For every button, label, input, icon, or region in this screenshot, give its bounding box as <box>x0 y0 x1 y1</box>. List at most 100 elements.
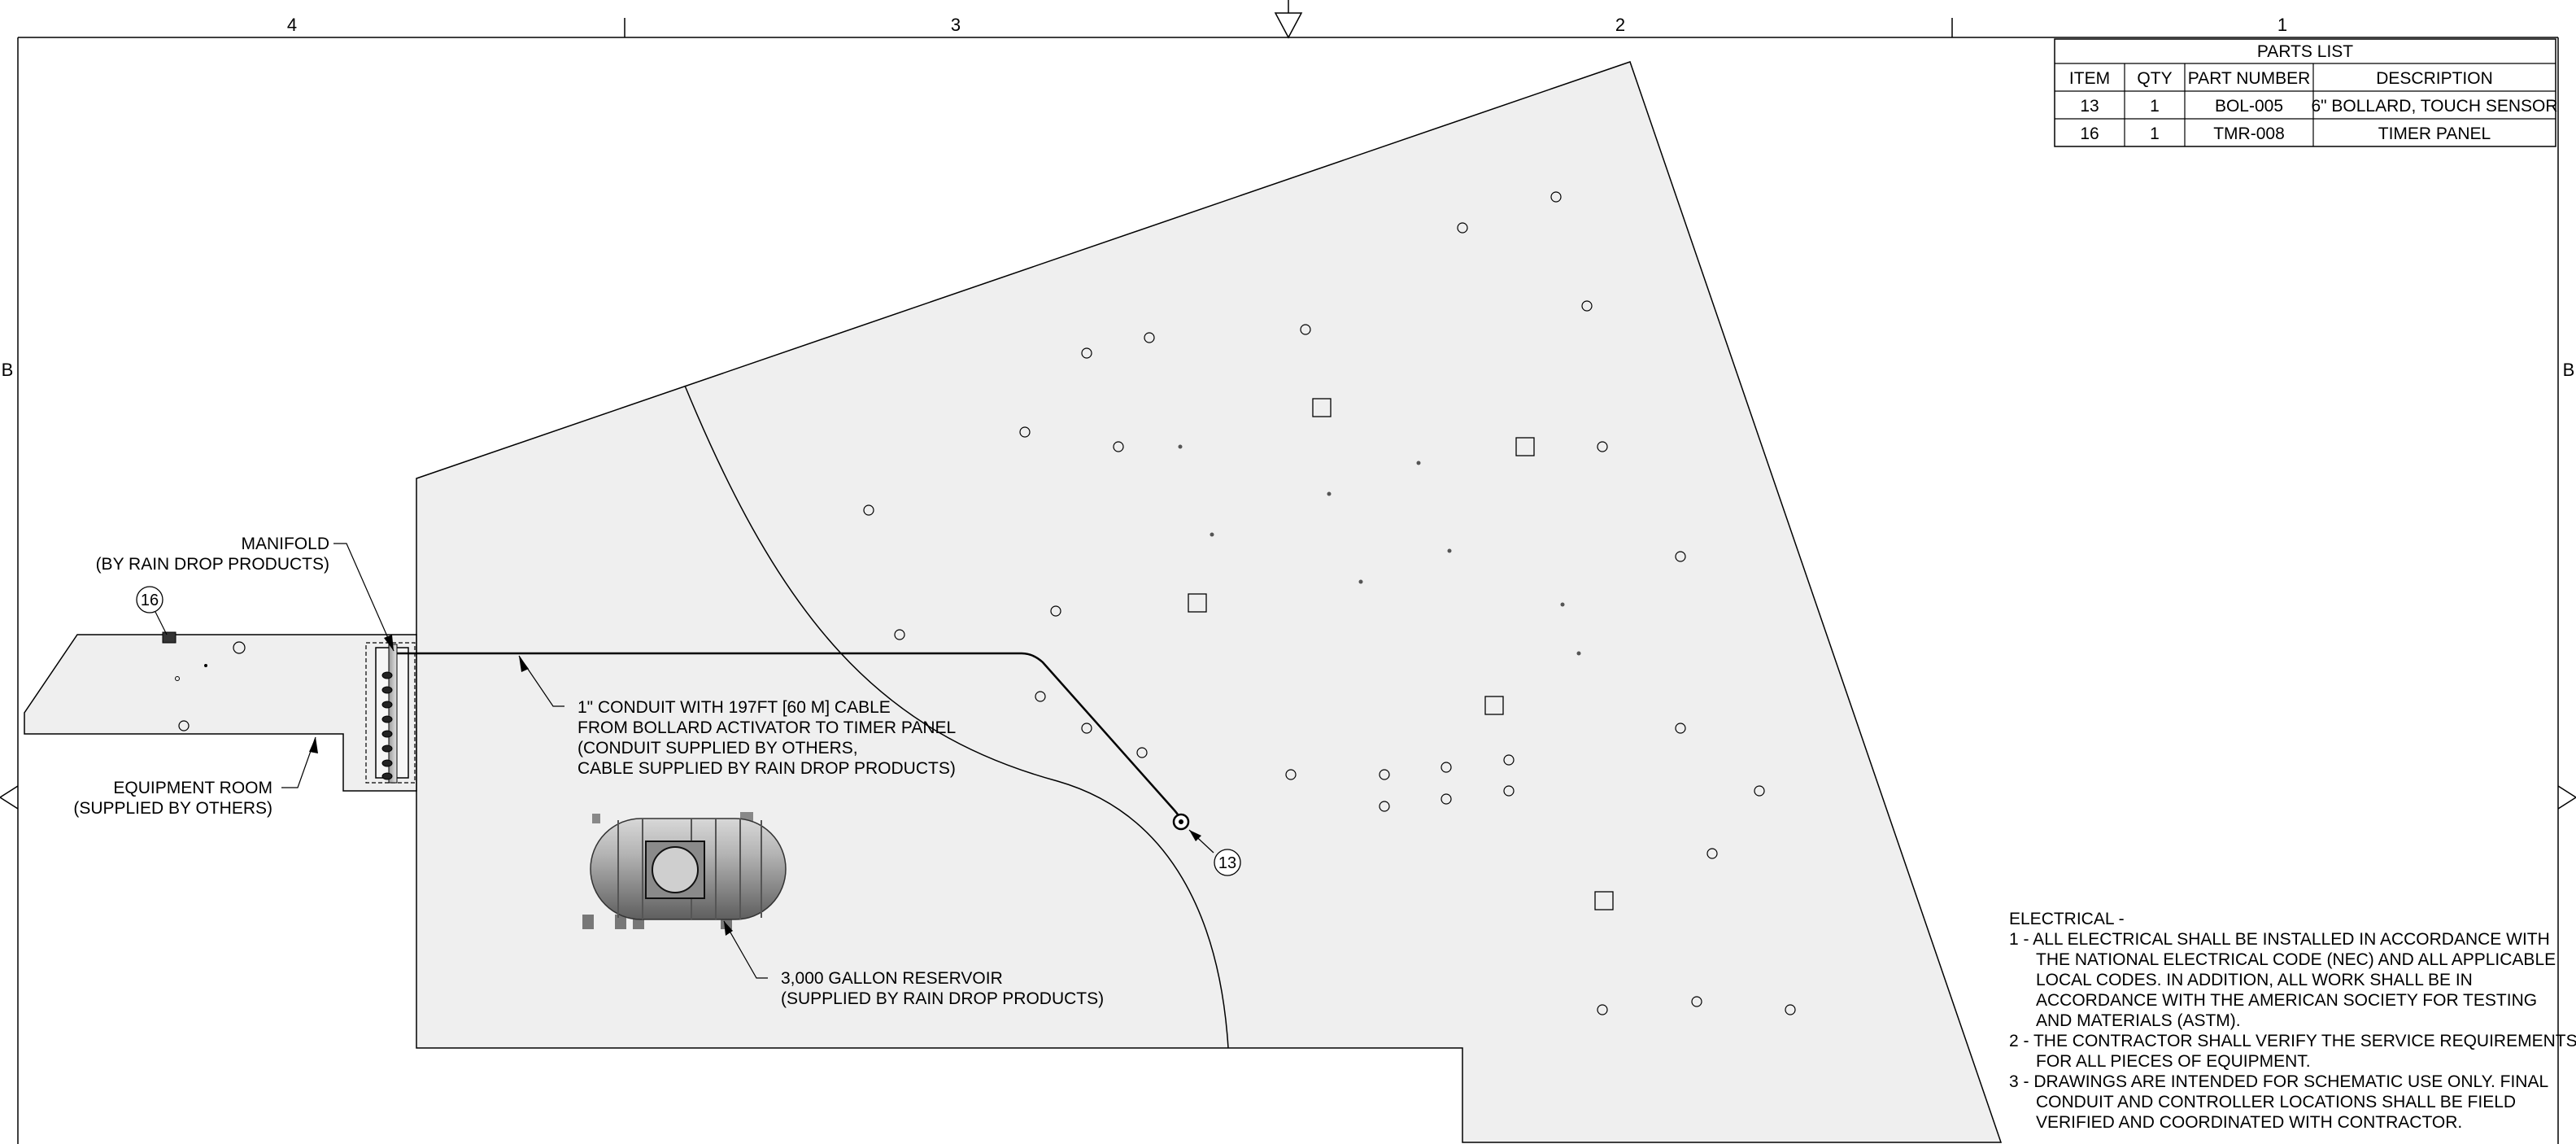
electrical-notes: ELECTRICAL - 1 - ALL ELECTRICAL SHALL BE… <box>2009 910 2576 1132</box>
parts-list-cell: TIMER PANEL <box>2378 124 2491 143</box>
spray-nozzle <box>1457 222 1468 234</box>
zone-label-4: 4 <box>287 15 297 35</box>
note-line: 1 - ALL ELECTRICAL SHALL BE INSTALLED IN… <box>2009 930 2550 949</box>
conduit-leader <box>518 655 564 707</box>
timer-panel <box>162 631 177 644</box>
manifold-leader <box>333 543 394 652</box>
small-jet <box>1576 651 1581 656</box>
reservoir-label-line1: 3,000 GALLON RESERVOIR <box>781 969 1003 988</box>
callout-number-13: 13 <box>1218 854 1236 872</box>
conduit-label-line4: CABLE SUPPLIED BY RAIN DROP PRODUCTS) <box>578 759 956 778</box>
equipment-room-label-line1: EQUIPMENT ROOM <box>113 779 272 797</box>
parts-list-header-item: ITEM <box>2069 69 2110 88</box>
manifold-valves <box>381 671 393 780</box>
note-line: 2 - THE CONTRACTOR SHALL VERIFY THE SERV… <box>2009 1032 2576 1050</box>
spray-nozzle <box>1300 324 1311 335</box>
small-jet <box>1447 548 1452 553</box>
note-line: CONDUIT AND CONTROLLER LOCATIONS SHALL B… <box>2036 1093 2516 1111</box>
notes-heading: ELECTRICAL - <box>2009 910 2125 928</box>
parts-list-header-qty: QTY <box>2137 69 2172 88</box>
equipment-room <box>24 634 417 792</box>
spray-nozzle <box>1081 723 1092 734</box>
spray-nozzle <box>1754 785 1765 797</box>
spray-nozzle <box>1441 762 1452 773</box>
note-line: AND MATERIALS (ASTM). <box>2036 1011 2241 1030</box>
room-spray-nozzle <box>175 676 180 681</box>
bollard-activator-center <box>1179 819 1183 824</box>
equipment-room-leader <box>281 736 316 788</box>
spray-nozzle <box>1050 605 1061 617</box>
manifold-label-line1: MANIFOLD <box>241 535 329 553</box>
spray-nozzle <box>1081 347 1092 359</box>
room-spray-nozzle <box>233 641 246 654</box>
spray-nozzle <box>1675 551 1686 562</box>
parts-list-cell: 1 <box>2150 124 2160 143</box>
reservoir-label-line2: (SUPPLIED BY RAIN DROP PRODUCTS) <box>781 989 1104 1008</box>
note-line: 3 - DRAWINGS ARE INTENDED FOR SCHEMATIC … <box>2009 1072 2548 1091</box>
note-line: LOCAL CODES. IN ADDITION, ALL WORK SHALL… <box>2036 971 2473 989</box>
spray-nozzle <box>1019 426 1031 438</box>
small-jet <box>1210 532 1214 537</box>
parts-list-table: PARTS LIST ITEM QTY PART NUMBER DESCRIPT… <box>2054 38 2558 147</box>
leader-arrowheads <box>309 635 1201 936</box>
parts-list-cell: 16 <box>2080 124 2099 143</box>
zone-label-3: 3 <box>951 15 961 35</box>
ground-fixture <box>1515 437 1535 456</box>
parts-list-cell: 6" BOLLARD, TOUCH SENSOR <box>2311 97 2557 116</box>
small-jet <box>1358 579 1363 584</box>
row-label-right: B <box>2563 360 2575 380</box>
ground-fixture <box>1188 593 1207 613</box>
small-jets <box>1178 444 1581 656</box>
note-line: ACCORDANCE WITH THE AMERICAN SOCIETY FOR… <box>2036 991 2537 1010</box>
small-jet <box>1178 444 1183 449</box>
parts-list-header-part-number: PART NUMBER <box>2188 69 2311 88</box>
spray-nozzle <box>1136 747 1148 758</box>
callout-timer-panel: 16 <box>136 586 163 613</box>
small-jet <box>1416 461 1421 465</box>
reservoir-leader <box>723 920 768 979</box>
arrowhead <box>384 635 394 651</box>
reservoir-tank <box>582 812 787 929</box>
room-spray-nozzle <box>204 664 207 667</box>
spray-nozzle <box>1706 848 1718 859</box>
spray-nozzle <box>1379 769 1390 780</box>
note-line: VERIFIED AND COORDINATED WITH CONTRACTOR… <box>2036 1113 2462 1132</box>
equipment-room-label-line2: (SUPPLIED BY OTHERS) <box>73 799 272 818</box>
pool-boundary-curve <box>684 385 1229 1049</box>
spray-nozzle <box>1691 996 1702 1007</box>
ground-fixture <box>1484 696 1504 715</box>
spray-nozzle <box>1113 441 1124 452</box>
site-pad <box>416 61 2003 1143</box>
conduit-label-line2: FROM BOLLARD ACTIVATOR TO TIMER PANEL <box>578 718 956 737</box>
zone-label-2: 2 <box>1615 15 1625 35</box>
parts-list-cell: BOL-005 <box>2215 97 2283 116</box>
parts-list-cell: TMR-008 <box>2213 124 2285 143</box>
arrowhead <box>309 737 318 753</box>
spray-nozzle <box>1285 769 1297 780</box>
conduit-label-line1: 1" CONDUIT WITH 197FT [60 M] CABLE <box>578 698 891 717</box>
callout-number-16: 16 <box>141 592 159 609</box>
spray-nozzle <box>1144 332 1155 343</box>
spray-nozzle <box>1035 691 1046 702</box>
note-line: THE NATIONAL ELECTRICAL CODE (NEC) AND A… <box>2036 950 2556 969</box>
spray-nozzle <box>1441 793 1452 805</box>
spray-nozzle <box>894 629 905 640</box>
small-jet <box>1560 602 1565 607</box>
equipment-wall-inner <box>365 642 416 784</box>
ground-fixtures <box>1188 398 1614 910</box>
spray-nozzle <box>1597 441 1608 452</box>
manifold-label-line2: (BY RAIN DROP PRODUCTS) <box>96 555 329 574</box>
note-line: FOR ALL PIECES OF EQUIPMENT. <box>2036 1052 2311 1071</box>
spray-nozzle <box>1379 801 1390 812</box>
callout-bollard: 13 <box>1214 849 1241 876</box>
zone-label-1: 1 <box>2277 15 2287 35</box>
spray-nozzle <box>1785 1004 1796 1015</box>
ground-fixture <box>1594 891 1614 910</box>
arrowhead <box>1189 830 1201 841</box>
arrowhead <box>724 921 733 936</box>
spray-nozzle <box>1503 785 1515 797</box>
spray-nozzles <box>863 191 1796 1015</box>
parts-list-header-description: DESCRIPTION <box>2376 69 2493 88</box>
conduit-label-line3: (CONDUIT SUPPLIED BY OTHERS, <box>578 739 858 758</box>
ground-fixture <box>1312 398 1332 417</box>
